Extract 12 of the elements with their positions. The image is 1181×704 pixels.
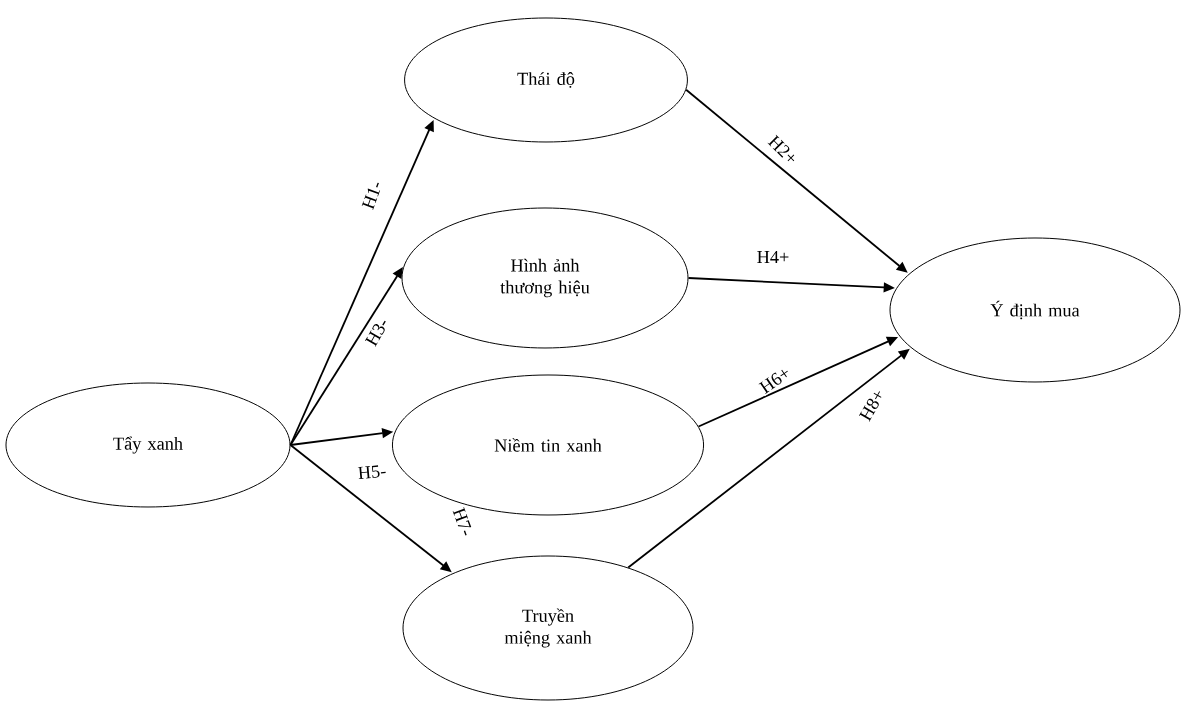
ellipse-node: Truyền miệng xanh [402,555,694,701]
ellipse-node: Tẩy xanh [5,382,291,508]
edge-label: H8+ [856,385,888,425]
edge-label: H5- [355,463,389,481]
edge-label: H1- [359,177,385,213]
ellipse-node: Ý định mua [889,237,1181,383]
edge-label: H3- [362,314,392,350]
edge-label: H2+ [765,132,801,168]
ellipse-node: Thái độ [404,17,688,143]
edge-label: H6+ [756,363,794,397]
ellipse-node: Hình ảnh thương hiệu [401,207,689,349]
edge-label: H4+ [755,249,791,265]
